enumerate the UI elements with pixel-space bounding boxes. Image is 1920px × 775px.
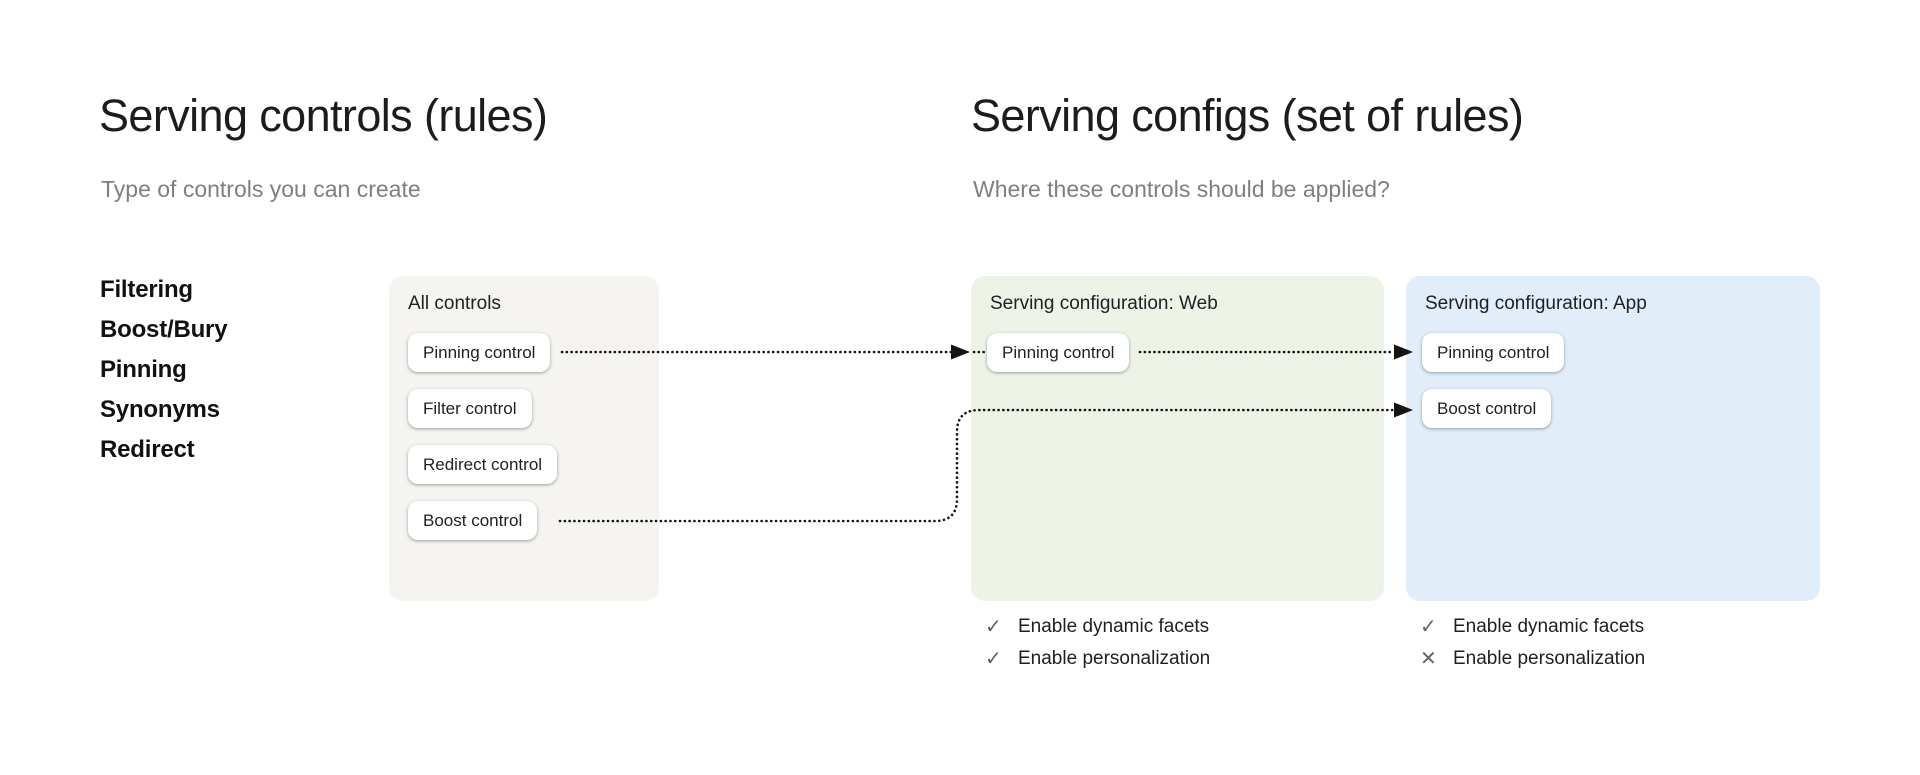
serving-controls-subtitle: Type of controls you can create [101,176,421,202]
web-config-settings: ✓ Enable dynamic facets ✓ Enable persona… [985,611,1345,675]
all-controls-card-label: All controls [408,293,501,314]
web-config-card: Serving configuration: Web Pinning contr… [971,276,1384,601]
setting-row: ✓ Enable dynamic facets [1420,611,1780,643]
setting-label: Enable dynamic facets [1453,616,1645,637]
app-config-settings: ✓ Enable dynamic facets ✕ Enable persona… [1420,611,1780,675]
app-config-card: Serving configuration: App Pinning contr… [1406,276,1820,601]
all-controls-card: All controls Pinning control Filter cont… [389,276,659,601]
redirect-control-chip[interactable]: Redirect control [408,445,558,484]
app-config-card-label: Serving configuration: App [1425,293,1647,314]
boost-control-chip[interactable]: Boost control [408,501,538,540]
control-type-boost-bury: Boost/Bury [100,316,228,343]
setting-label: Enable dynamic facets [1018,616,1210,637]
app-boost-control-chip[interactable]: Boost control [1422,389,1552,428]
setting-row: ✓ Enable personalization [985,643,1345,675]
setting-row: ✓ Enable dynamic facets [985,611,1345,643]
check-icon: ✓ [985,648,1002,670]
setting-label: Enable personalization [1018,648,1211,669]
control-type-pinning: Pinning [100,356,187,383]
web-pinning-control-chip[interactable]: Pinning control [987,333,1130,372]
check-icon: ✓ [1420,616,1437,638]
setting-label: Enable personalization [1453,648,1646,669]
web-config-card-label: Serving configuration: Web [990,293,1218,314]
cross-icon: ✕ [1420,648,1437,670]
app-pinning-control-chip[interactable]: Pinning control [1422,333,1565,372]
control-type-list: Filtering Boost/Bury Pinning Synonyms Re… [100,270,228,470]
setting-row: ✕ Enable personalization [1420,643,1780,675]
pinning-control-chip[interactable]: Pinning control [408,333,551,372]
check-icon: ✓ [985,616,1002,638]
control-type-redirect: Redirect [100,436,195,463]
control-type-synonyms: Synonyms [100,396,220,423]
control-type-filtering: Filtering [100,276,193,303]
serving-controls-title: Serving controls (rules) [99,90,548,141]
serving-configs-subtitle: Where these controls should be applied? [973,176,1390,202]
filter-control-chip[interactable]: Filter control [408,389,532,428]
serving-configs-title: Serving configs (set of rules) [971,90,1524,141]
